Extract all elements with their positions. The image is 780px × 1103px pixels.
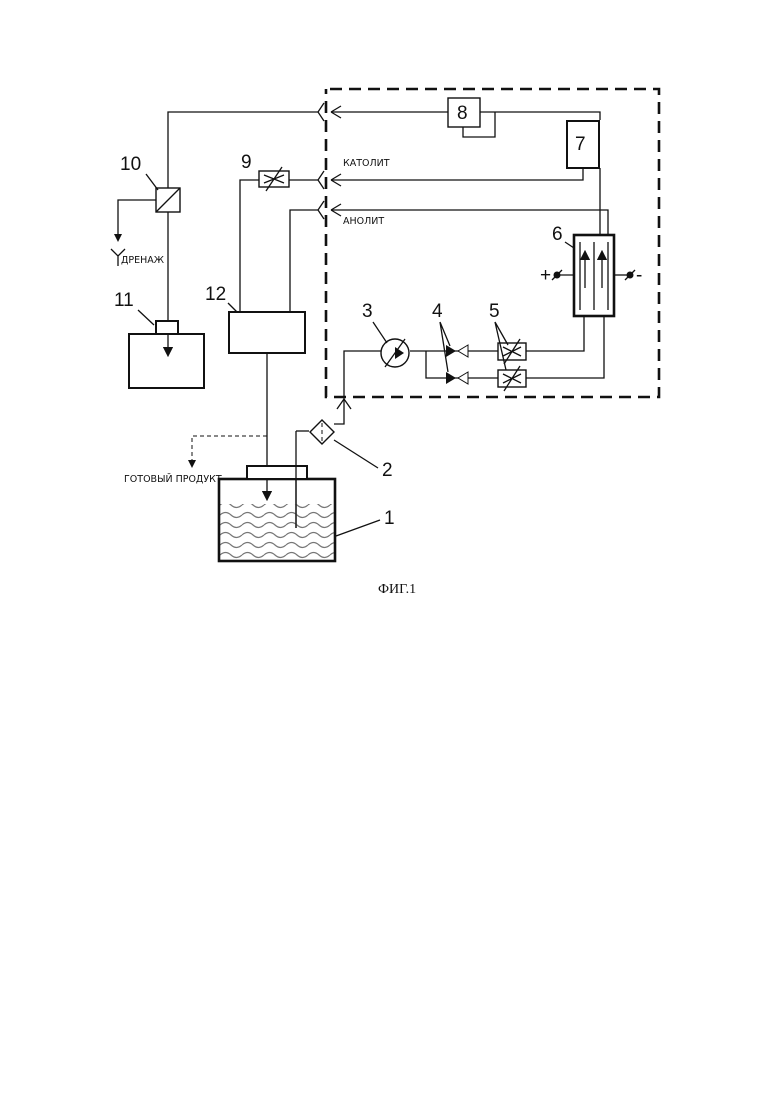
label-1: 1: [384, 508, 395, 529]
label-4: 4: [432, 301, 443, 322]
catholyte-line: [240, 168, 583, 312]
label-8: 8: [457, 103, 468, 124]
throttle-9: [259, 167, 289, 191]
gotovy-label: ГОТОВЫЙ ПРОДУКТ: [124, 473, 222, 485]
anolit-label: АНОЛИТ: [343, 216, 384, 227]
pump-3: [381, 339, 409, 367]
throttles-5: [498, 339, 526, 391]
leader-6: [565, 242, 574, 248]
label-12: 12: [205, 284, 226, 305]
unit-12: [229, 312, 305, 353]
label-9: 9: [241, 152, 252, 173]
drenazh-label: ДРЕНАЖ: [121, 255, 165, 266]
plus-sign: +: [540, 265, 551, 286]
label-3: 3: [362, 301, 373, 322]
electrolyzer-6: [552, 235, 635, 316]
minus-sign: -: [636, 265, 642, 286]
leader-1: [336, 520, 380, 536]
leader-2: [334, 440, 378, 468]
label-10: 10: [120, 154, 141, 175]
tank-1: [219, 466, 335, 561]
figure-caption: ФИГ.1: [378, 582, 416, 597]
leader-11: [138, 310, 154, 325]
leader-3: [373, 322, 387, 343]
katolit-label: КАТОЛИТ: [343, 158, 390, 169]
return-line: [168, 103, 600, 188]
label-5: 5: [489, 301, 500, 322]
label-11: 11: [114, 290, 134, 311]
label-6: 6: [552, 224, 563, 245]
product-arrow: [188, 460, 196, 468]
leader-12: [228, 303, 237, 312]
leader-10: [146, 174, 158, 190]
filter-2: [310, 420, 334, 444]
label-2: 2: [382, 460, 393, 481]
product-output-line: [192, 436, 267, 464]
label-7: 7: [575, 134, 586, 155]
tank-11: [129, 321, 204, 388]
